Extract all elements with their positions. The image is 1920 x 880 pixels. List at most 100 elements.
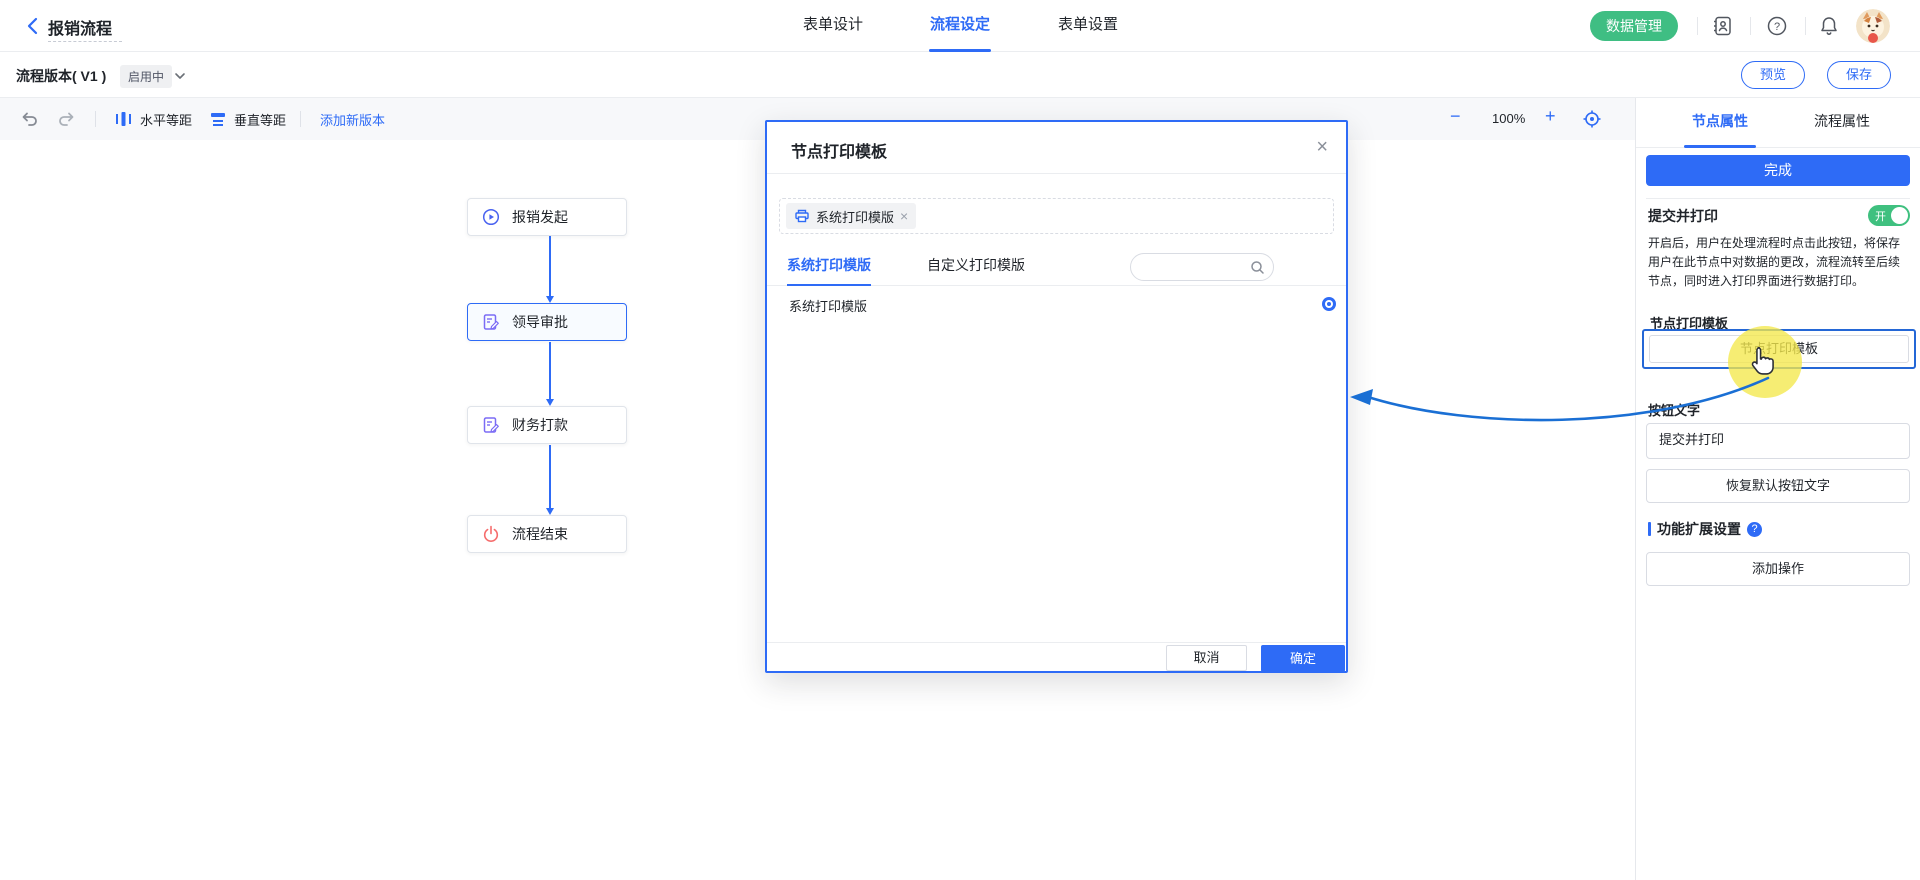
zoom-in-button[interactable]: +	[1545, 106, 1556, 126]
power-icon	[483, 525, 499, 542]
back-icon[interactable]	[22, 14, 46, 38]
flow-node-label: 财务打款	[512, 417, 568, 433]
title-dashed-underline	[48, 41, 122, 42]
horizontal-distribute-label[interactable]: 水平等距	[140, 113, 193, 128]
header-divider	[1805, 17, 1806, 35]
tab-form-design-label: 表单设计	[802, 16, 863, 33]
tab-form-settings[interactable]: 表单设置	[1043, 0, 1133, 52]
tab-system-template[interactable]: 系统打印模版	[787, 248, 871, 286]
confirm-button[interactable]: 确定	[1261, 645, 1345, 672]
node-print-template-button[interactable]: 节点打印模板	[1649, 335, 1909, 363]
status-badge: 启用中	[120, 65, 173, 88]
template-search-box	[1130, 253, 1274, 281]
section-accent-bar	[1648, 522, 1651, 536]
submit-print-toggle[interactable]: 开	[1868, 205, 1910, 226]
svg-text:?: ?	[1774, 21, 1780, 33]
undo-icon[interactable]	[20, 109, 40, 129]
flow-connector	[546, 236, 554, 303]
doc-edit-icon	[483, 417, 499, 433]
template-list-item[interactable]: 系统打印模版	[767, 292, 1346, 318]
tab-flow-setting[interactable]: 流程设定	[915, 0, 1005, 52]
toggle-on-text: 开	[1875, 211, 1886, 223]
button-text-input[interactable]	[1659, 431, 1889, 446]
flow-node-end[interactable]: 流程结束	[467, 515, 627, 553]
template-tag-label: 系统打印模版	[816, 209, 895, 225]
bell-icon[interactable]	[1818, 15, 1840, 37]
tab-node-properties[interactable]: 节点属性	[1684, 98, 1756, 148]
tab-node-properties-label: 节点属性	[1692, 113, 1748, 129]
active-tab-underline	[929, 49, 991, 52]
button-text-field-wrap	[1646, 423, 1910, 459]
avatar[interactable]	[1856, 9, 1890, 43]
help-question-icon[interactable]: ?	[1747, 521, 1762, 537]
tab-custom-template[interactable]: 自定义打印模版	[927, 248, 1025, 286]
flow-node-approve[interactable]: 领导审批	[467, 303, 627, 341]
close-icon[interactable]: ×	[1316, 136, 1328, 158]
tab-custom-template-label: 自定义打印模版	[927, 257, 1025, 273]
submit-print-label: 提交并打印	[1648, 208, 1718, 224]
modal-header: 节点打印模板 ×	[767, 122, 1346, 174]
flow-connector	[546, 445, 554, 515]
zoom-out-button[interactable]: −	[1450, 106, 1461, 126]
submit-print-description: 开启后，用户在处理流程时点击此按钮，将保存用户在此节点中对数据的更改，流程流转至…	[1648, 236, 1901, 288]
tag-remove-icon[interactable]: ×	[900, 208, 909, 224]
extension-section-header: 功能扩展设置 ?	[1648, 520, 1762, 538]
flow-node-label: 流程结束	[512, 526, 568, 542]
selected-templates-box: 系统打印模版 ×	[779, 198, 1334, 234]
preview-button[interactable]: 预览	[1741, 61, 1805, 89]
tab-form-design[interactable]: 表单设计	[788, 0, 878, 52]
flow-node-payment[interactable]: 财务打款	[467, 406, 627, 444]
template-tag[interactable]: 系统打印模版 ×	[786, 203, 917, 229]
node-template-section-label: 节点打印模板	[1650, 316, 1729, 331]
tab-flow-properties[interactable]: 流程属性	[1806, 98, 1878, 148]
chevron-down-icon[interactable]	[172, 68, 188, 84]
page-title: 报销流程	[48, 21, 113, 38]
template-search-input[interactable]	[1143, 257, 1243, 277]
help-icon[interactable]: ?	[1766, 15, 1788, 37]
tab-flow-properties-label: 流程属性	[1814, 113, 1870, 129]
tab-system-template-label: 系统打印模版	[787, 257, 871, 273]
restore-default-button[interactable]: 恢复默认按钮文字	[1646, 469, 1910, 503]
cancel-button[interactable]: 取消	[1166, 645, 1247, 671]
doc-edit-icon	[483, 314, 499, 330]
search-icon	[1251, 261, 1264, 274]
panel-tabs: 节点属性 流程属性	[1636, 98, 1920, 148]
toolbar-divider	[95, 111, 96, 127]
add-action-button[interactable]: 添加操作	[1646, 552, 1910, 586]
button-text-label: 按钮文字	[1648, 403, 1701, 418]
tab-flow-setting-label: 流程设定	[929, 16, 990, 33]
done-button[interactable]: 完成	[1646, 155, 1910, 186]
horizontal-distribute-icon[interactable]	[113, 109, 133, 129]
locate-target-icon[interactable]	[1582, 109, 1602, 129]
version-bar: 流程版本( V1 ) 启用中 预览 保存	[0, 52, 1920, 98]
node-print-template-modal: 节点打印模板 × 系统打印模版 × 系统打印模版 自定义打印模版	[765, 120, 1348, 673]
flow-connector	[546, 342, 554, 406]
panel-divider	[1646, 198, 1910, 199]
save-button[interactable]: 保存	[1827, 61, 1891, 89]
zoom-percent: 100%	[1492, 111, 1526, 126]
version-label: 流程版本( V1 )	[16, 68, 107, 84]
play-circle-icon	[482, 208, 500, 226]
data-manage-button[interactable]: 数据管理	[1590, 11, 1678, 41]
template-item-label: 系统打印模版	[789, 299, 868, 314]
contacts-icon[interactable]	[1712, 15, 1734, 37]
header-divider	[1697, 17, 1698, 35]
header-divider	[1750, 17, 1751, 35]
top-header: 报销流程 表单设计 流程设定 表单设置 数据管理	[0, 0, 1920, 52]
flow-node-label: 领导审批	[512, 314, 568, 330]
printer-icon	[795, 209, 809, 223]
tab-form-settings-label: 表单设置	[1057, 16, 1118, 33]
add-version-link[interactable]: 添加新版本	[320, 113, 386, 128]
modal-footer: 取消 确定	[767, 642, 1346, 672]
modal-tabs: 系统打印模版 自定义打印模版	[767, 248, 1346, 286]
vertical-distribute-label[interactable]: 垂直等距	[234, 113, 287, 128]
flow-node-label: 报销发起	[512, 209, 568, 225]
radio-selected-icon[interactable]	[1322, 297, 1336, 311]
modal-title: 节点打印模板	[791, 144, 888, 161]
annotation-highlight-box: 节点打印模板	[1642, 329, 1916, 369]
redo-icon[interactable]	[56, 109, 76, 129]
flow-node-start[interactable]: 报销发起	[467, 198, 627, 236]
toolbar-divider	[300, 111, 301, 127]
vertical-distribute-icon[interactable]	[208, 109, 228, 129]
